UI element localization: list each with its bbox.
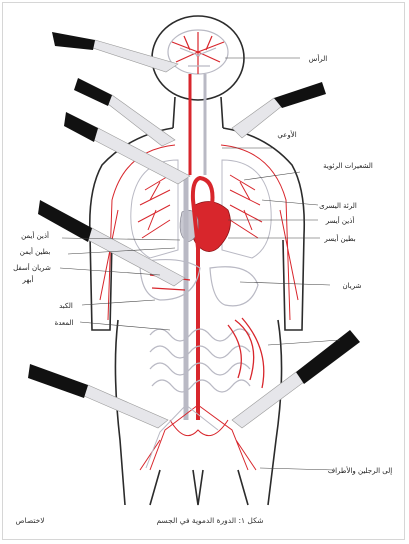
pelvis-veins [146, 405, 218, 468]
knife-right-upper [232, 82, 326, 138]
label-left-lung: الرئة اليسرى [319, 202, 357, 210]
neck-vessels [190, 74, 205, 175]
knife-lower-left [28, 364, 168, 428]
intestine-arteries [228, 318, 264, 388]
stomach [210, 267, 258, 306]
knife-head-left [52, 32, 178, 72]
intestines [150, 318, 264, 392]
knife-chest-left [64, 112, 190, 184]
label-head: الرأس [309, 54, 327, 63]
label-right-ventricle: بطين أيمن [20, 247, 51, 256]
left-lung-capillaries [230, 175, 262, 238]
figure-caption: شكل ١: الدورة الدموية في الجسم [156, 516, 263, 525]
corner-note: لاختصاص [15, 516, 44, 525]
right-lung-capillaries [138, 175, 170, 238]
label-inferior-vena-cava: شريان أسفل [13, 263, 51, 272]
label-arteries: شريان [343, 282, 362, 290]
label-left-ventricle: بطين أيسر [323, 234, 355, 243]
label-left-atrium: أذين أيسر [325, 216, 355, 225]
neck-outline [173, 97, 223, 128]
left-lung [222, 160, 271, 258]
label-aorta: أبهر [22, 275, 34, 284]
label-neck: الأوعي [277, 130, 296, 139]
left-arm-artery [221, 145, 298, 320]
label-liver: الكبد [59, 302, 73, 310]
label-right-atrium: أذين أيمن [21, 231, 49, 240]
label-lower-limbs: إلى الرجلين والأطراف [328, 466, 392, 475]
label-stomach: المعدة [55, 319, 74, 327]
brain-arteries [172, 32, 224, 74]
legs-outline [150, 470, 248, 505]
knife-lower-right [232, 330, 360, 428]
brain [168, 30, 228, 74]
label-pulmonary-vessels: الشعيرات الرئوية [323, 162, 373, 170]
